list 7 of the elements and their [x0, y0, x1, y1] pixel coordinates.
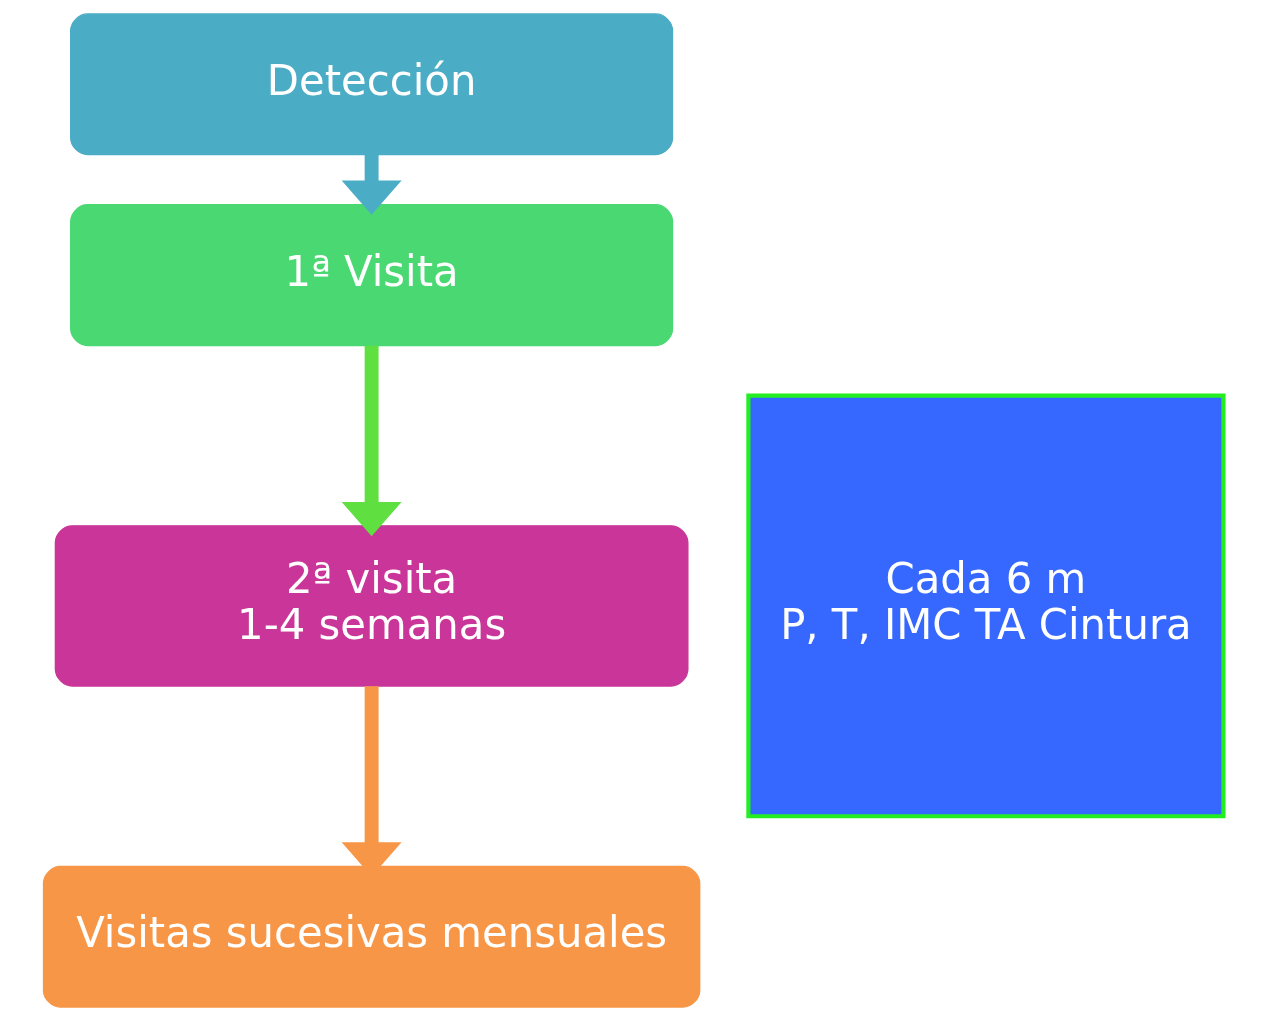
node-box: Cada 6 m P, T, IMC TA Cintura [745, 393, 1225, 819]
node-box: 1ª Visita [69, 204, 673, 347]
arrow [341, 345, 402, 537]
node-box: 2ª visita 1-4 semanas [54, 525, 689, 687]
arrow [341, 154, 402, 215]
node-box: Detección [69, 13, 673, 156]
node-box: Visitas sucesivas mensuales [42, 865, 700, 1008]
